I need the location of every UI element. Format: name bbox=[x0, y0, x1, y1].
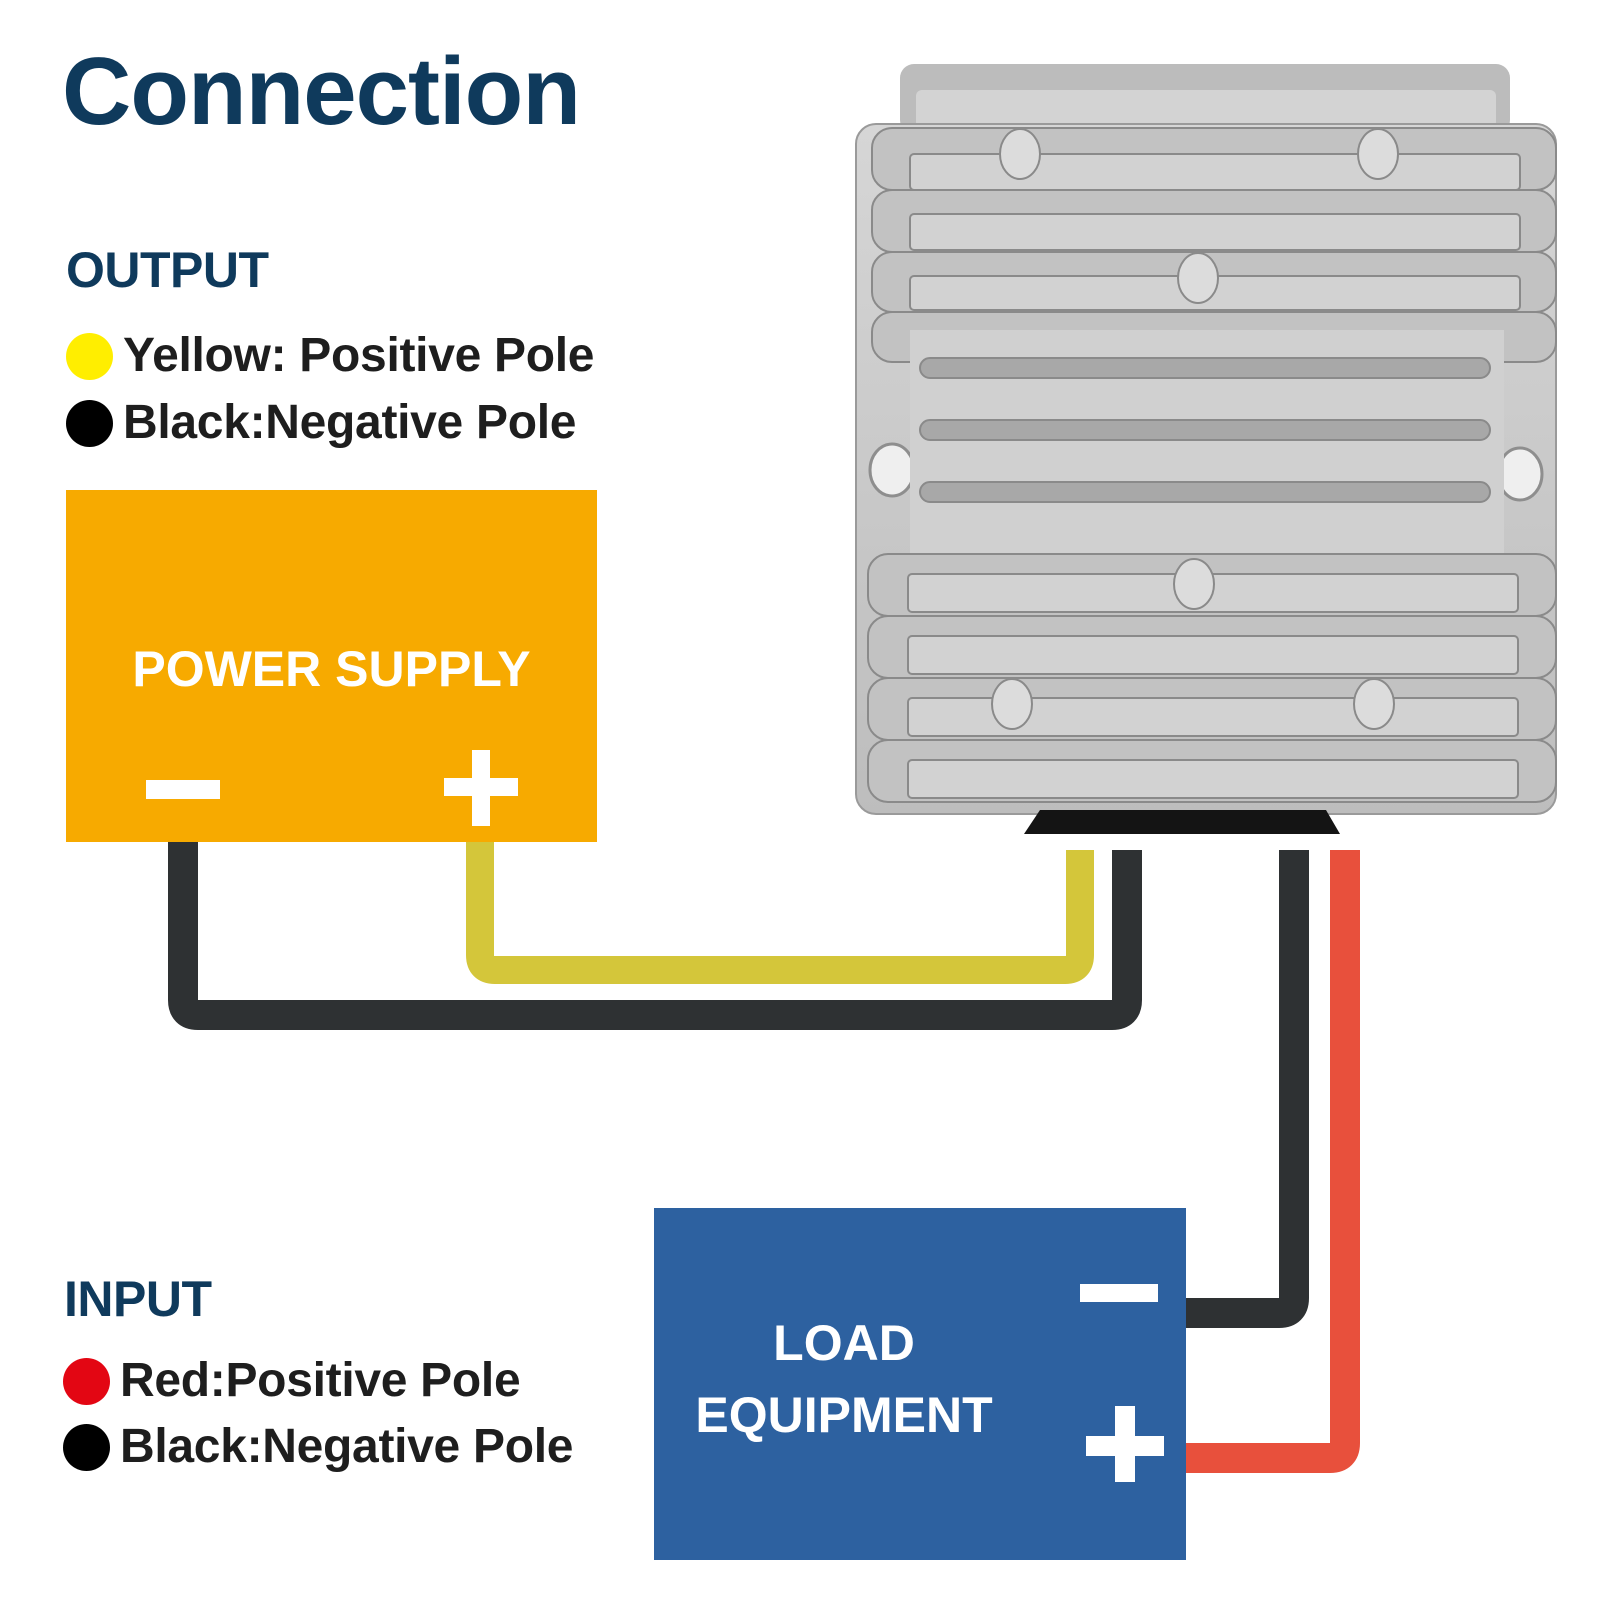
mounting-hole bbox=[868, 442, 916, 498]
legend-label: Yellow: Positive Pole bbox=[123, 329, 595, 382]
yellow-wire-output bbox=[466, 842, 1094, 984]
minus-icon bbox=[146, 780, 220, 799]
legend-output-yellow: Yellow: Positive Pole bbox=[66, 329, 595, 382]
power-supply-label: POWER SUPPLY bbox=[132, 641, 531, 697]
red-dot-icon bbox=[63, 1357, 110, 1405]
legend-label: Black:Negative Pole bbox=[123, 396, 577, 449]
legend-input-red: Red:Positive Pole bbox=[63, 1354, 521, 1407]
minus-icon bbox=[1080, 1284, 1158, 1302]
red-wire-input bbox=[1186, 850, 1360, 1473]
page-title: Connection bbox=[62, 38, 581, 145]
cable-grommet bbox=[1024, 810, 1340, 834]
load-equipment-box: LOAD EQUIPMENT bbox=[654, 1208, 1186, 1560]
legend-output-black: Black:Negative Pole bbox=[66, 399, 576, 447]
legend-label: Red:Positive Pole bbox=[120, 1354, 521, 1407]
load-label-line1: LOAD bbox=[773, 1315, 915, 1371]
output-heading: OUTPUT bbox=[66, 242, 269, 298]
black-wire-input bbox=[1186, 850, 1309, 1328]
dc-converter bbox=[855, 64, 1557, 834]
load-label-line2: EQUIPMENT bbox=[695, 1387, 993, 1443]
legend-label: Black:Negative Pole bbox=[120, 1420, 574, 1473]
input-heading: INPUT bbox=[64, 1271, 212, 1327]
black-dot-icon bbox=[66, 399, 113, 447]
mounting-hole bbox=[1496, 446, 1544, 502]
legend-input-black: Black:Negative Pole bbox=[63, 1423, 573, 1471]
black-dot-icon bbox=[63, 1423, 110, 1471]
power-supply-box: POWER SUPPLY bbox=[66, 490, 597, 842]
black-wire-output bbox=[168, 842, 1142, 1030]
yellow-dot-icon bbox=[66, 332, 113, 380]
